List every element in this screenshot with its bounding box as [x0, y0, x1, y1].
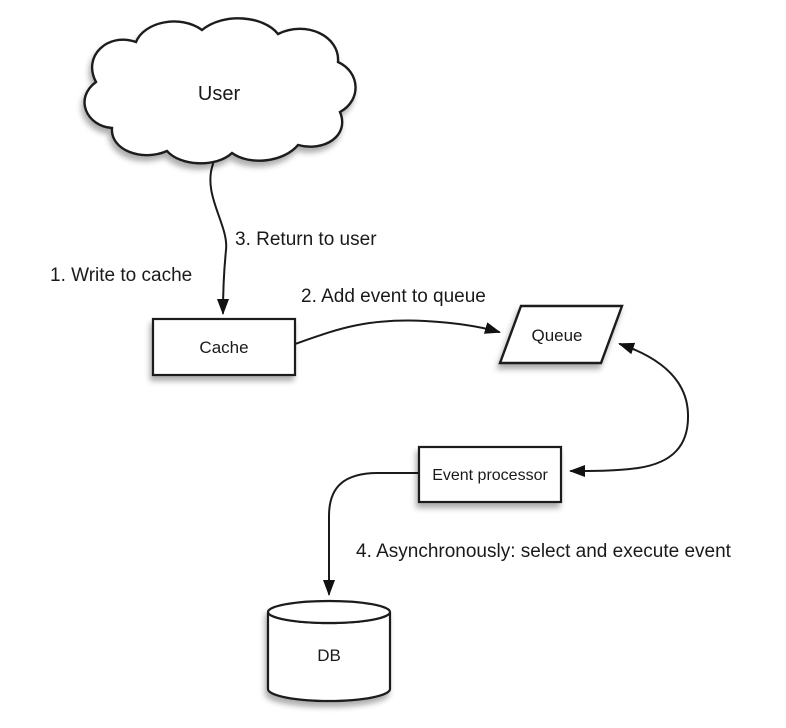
edge-layer [209, 163, 690, 596]
db-cylinder [266, 599, 392, 703]
step2-add-event-to-queue-label: 2. Add event to queue [301, 286, 486, 307]
step4-async-select-execute-label: 4. Asynchronously: select and execute ev… [356, 541, 732, 562]
edge-user-to-cache [209, 163, 230, 315]
node-layer [83, 17, 624, 703]
queue-parallelogram [498, 304, 624, 365]
db-cylinder-top [266, 599, 392, 625]
step1-write-to-cache-label: 1. Write to cache [50, 265, 192, 286]
user-cloud-shape [83, 17, 357, 165]
edge-queue-event-processor-bidirectional [569, 342, 690, 477]
db-label: DB [317, 646, 341, 665]
edge-cache-to-queue [294, 319, 501, 345]
label-layer: User Cache Queue Event processor DB 1. W… [50, 83, 732, 665]
event-processor-label: Event processor [432, 467, 548, 484]
cache-label: Cache [199, 338, 248, 357]
user-label: User [198, 83, 241, 105]
cache-box [151, 317, 297, 377]
edge-event-processor-to-db [323, 472, 420, 596]
queue-label: Queue [531, 326, 582, 345]
step3-return-to-user-label: 3. Return to user [235, 229, 377, 250]
event-processor-box [417, 445, 563, 504]
